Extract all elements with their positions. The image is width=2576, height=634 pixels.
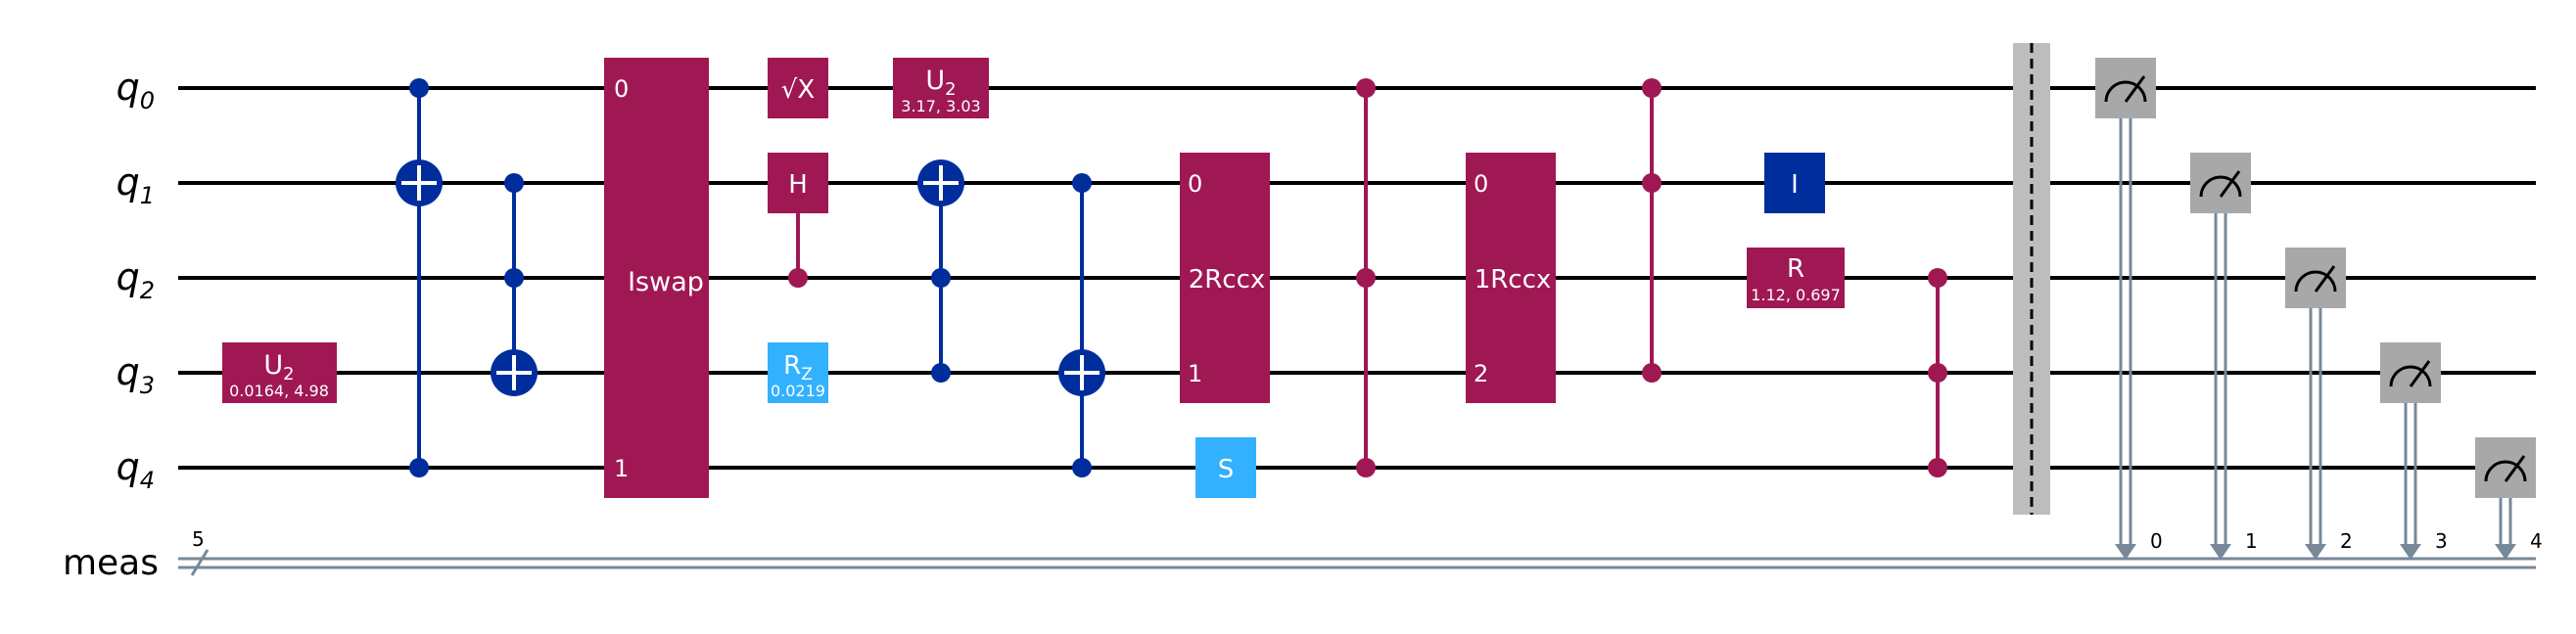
- identity-gate-q1: I: [1764, 153, 1825, 213]
- control-dot: [1928, 268, 1947, 288]
- control-dot: [1642, 78, 1662, 98]
- measure-bit-label-4: 4: [2530, 529, 2543, 553]
- svg-text:2Rccx: 2Rccx: [1189, 265, 1266, 294]
- rz-gate-q3: RZ 0.0219: [768, 342, 828, 403]
- measure-bit-label-3: 3: [2435, 529, 2448, 553]
- sx-gate-q0: √X: [768, 58, 828, 118]
- control-dot: [931, 363, 951, 383]
- measure-bit-label-1: 1: [2245, 529, 2258, 553]
- bus-width-label: 5: [192, 527, 205, 551]
- svg-text:0.0219: 0.0219: [771, 382, 825, 400]
- rccx-gate-2: 1Rccx 0 2: [1466, 153, 1556, 403]
- r-gate-q2: R 1.12, 0.697: [1747, 248, 1845, 308]
- ccx-gate-q1-q4-target-q3: [1058, 173, 1105, 477]
- control-dot: [1072, 458, 1092, 477]
- measure-gate-q3: 3: [2380, 342, 2448, 560]
- barrier: [2013, 43, 2050, 515]
- control-dot: [1072, 173, 1092, 193]
- control-dot: [1356, 458, 1376, 477]
- measure-gate-q4: 4: [2475, 437, 2543, 560]
- controlled-h-gate: H: [768, 153, 828, 288]
- svg-text:Iswap: Iswap: [628, 267, 704, 297]
- u2-gate-q0: U2 3.17, 3.03: [893, 58, 989, 118]
- qubit-label-q1: q1: [117, 160, 155, 209]
- qubit-label-q0: q0: [117, 66, 155, 114]
- measure-bit-label-2: 2: [2340, 529, 2353, 553]
- svg-text:3.17, 3.03: 3.17, 3.03: [901, 97, 980, 115]
- svg-text:0.0164, 4.98: 0.0164, 4.98: [229, 382, 329, 400]
- iswap-gate: Iswap 0 1: [604, 58, 709, 498]
- svg-text:U2: U2: [925, 66, 956, 100]
- classical-register-label: meas: [63, 543, 159, 583]
- svg-text:H: H: [788, 170, 808, 200]
- control-dot: [409, 78, 429, 98]
- svg-text:I: I: [1791, 170, 1799, 200]
- svg-text:2: 2: [1474, 360, 1488, 387]
- svg-text:U2: U2: [263, 350, 294, 385]
- control-dot: [409, 458, 429, 477]
- control-dot: [504, 173, 524, 193]
- svg-text:1: 1: [614, 455, 629, 482]
- control-dot: [1356, 78, 1376, 98]
- svg-text:0: 0: [1188, 170, 1202, 198]
- svg-text:1.12, 0.697: 1.12, 0.697: [1751, 286, 1841, 304]
- measure-gate-q1: 1: [2190, 153, 2258, 560]
- control-dot: [1642, 173, 1662, 193]
- measurements: 0 1 2 3: [2095, 58, 2543, 560]
- qubit-label-q2: q2: [117, 255, 155, 304]
- cz-multi-control-q0-q2-q4: [1356, 78, 1376, 477]
- classical-wire: [178, 557, 2536, 569]
- ccx-gate-q2-q3-target-q1: [917, 159, 964, 383]
- control-dot: [1642, 363, 1662, 383]
- measure-gate-q2: 2: [2285, 248, 2353, 560]
- svg-text:R: R: [1787, 254, 1804, 284]
- svg-text:√X: √X: [781, 75, 815, 105]
- rccx-gate-1: 2Rccx 0 1: [1180, 153, 1270, 403]
- svg-text:0: 0: [614, 75, 629, 103]
- u2-gate-q3: U2 0.0164, 4.98: [222, 342, 337, 403]
- bus-slash: [190, 549, 210, 576]
- measure-gate-q0: 0: [2095, 58, 2163, 560]
- cz-multi-control-q2-q3-q4: [1928, 268, 1947, 477]
- qubit-label-q4: q4: [117, 445, 155, 494]
- s-gate-q4: S: [1195, 437, 1256, 498]
- cz-multi-control-q0-q1-q3: [1642, 78, 1662, 383]
- control-dot: [931, 268, 951, 288]
- svg-text:1Rccx: 1Rccx: [1475, 265, 1552, 294]
- control-dot: [1928, 458, 1947, 477]
- ccx-gate-q1-q2-target-q3: [491, 173, 538, 396]
- control-dot: [788, 268, 808, 288]
- control-dot: [1928, 363, 1947, 383]
- svg-text:S: S: [1218, 455, 1235, 484]
- control-dot: [504, 268, 524, 288]
- ccx-gate-q0-q4-target-q1: [396, 78, 443, 477]
- svg-text:0: 0: [1474, 170, 1488, 198]
- qubit-label-q3: q3: [117, 350, 155, 399]
- svg-text:1: 1: [1188, 360, 1202, 387]
- control-dot: [1356, 268, 1376, 288]
- svg-text:RZ: RZ: [783, 351, 813, 385]
- measure-bit-label-0: 0: [2150, 529, 2163, 553]
